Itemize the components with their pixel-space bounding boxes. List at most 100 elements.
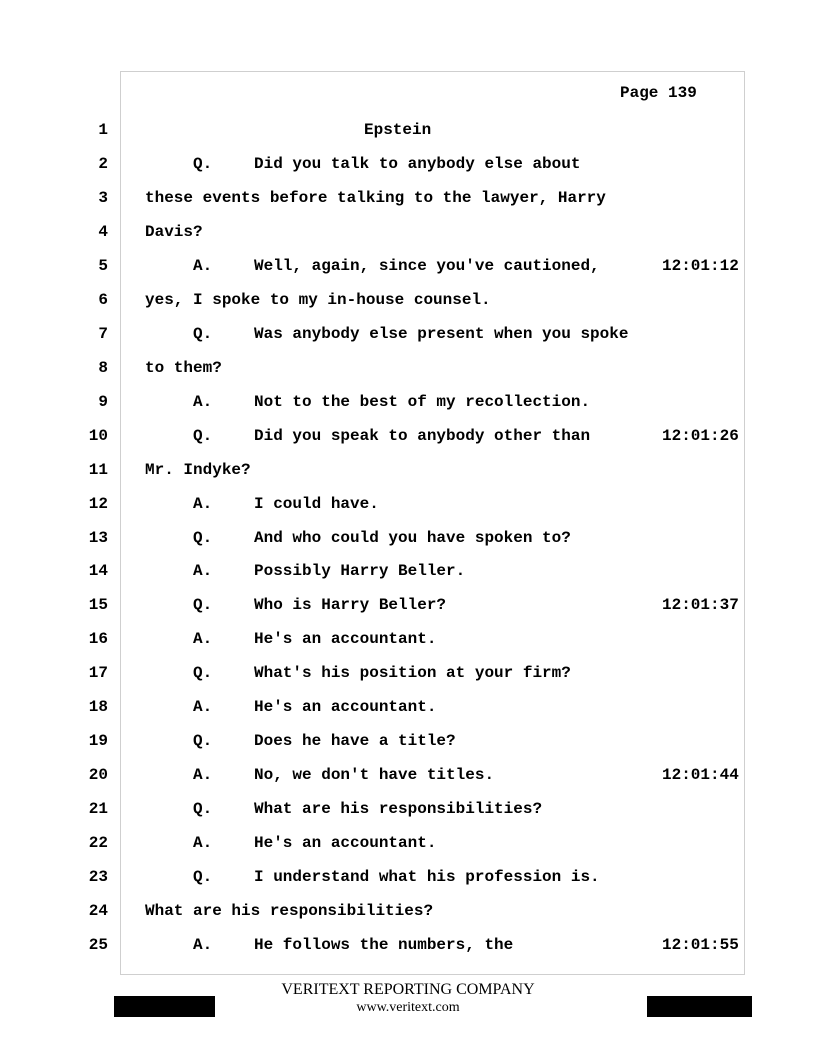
transcript-line: 25 A. He follows the numbers, the 12:01:55 <box>0 935 816 955</box>
transcript-page-frame <box>120 71 745 975</box>
line-number: 16 <box>88 630 108 649</box>
transcript-line: 1 Epstein <box>0 120 816 140</box>
line-text: to them? <box>145 358 222 377</box>
line-text: What are his responsibilities? <box>254 800 543 819</box>
line-number: 25 <box>88 936 108 955</box>
line-number: 15 <box>88 596 108 615</box>
transcript-line: 20 A. No, we don't have titles. 12:01:44 <box>0 765 816 785</box>
speaker-label: Q. <box>193 800 213 819</box>
line-text: Possibly Harry Beller. <box>254 562 466 581</box>
transcript-line: 11 Mr. Indyke? <box>0 460 816 480</box>
speaker-label: A. <box>193 392 213 411</box>
transcript-line: 7 Q. Was anybody else present when you spo… <box>0 324 816 344</box>
speaker-label: Q. <box>193 324 213 343</box>
speaker-label: Q. <box>193 868 213 887</box>
line-text: Davis? <box>145 222 203 241</box>
timestamp: 12:01:44 <box>662 766 739 785</box>
line-number: 5 <box>98 256 108 275</box>
timestamp: 12:01:55 <box>662 936 739 955</box>
line-text: He's an accountant. <box>254 698 437 717</box>
speaker-label: Q. <box>193 154 213 173</box>
line-text: Did you speak to anybody other than <box>254 426 591 445</box>
footer-website: www.veritext.com <box>356 1000 460 1015</box>
transcript-line: 2 Q. Did you talk to anybody else about <box>0 154 816 174</box>
transcript-line: 3 these events before talking to the lawy… <box>0 188 816 208</box>
line-number: 14 <box>88 562 108 581</box>
transcript-line: 9 A. Not to the best of my recollection. <box>0 392 816 412</box>
timestamp: 12:01:37 <box>662 596 739 615</box>
line-number: 1 <box>98 121 108 139</box>
speaker-label: A. <box>193 630 213 649</box>
line-text: Who is Harry Beller? <box>254 596 447 615</box>
line-number: 8 <box>98 358 108 377</box>
line-text: Epstein <box>364 121 432 139</box>
line-text: I could have. <box>254 494 379 513</box>
transcript-line: 14 A. Possibly Harry Beller. <box>0 561 816 581</box>
transcript-line: 22 A. He's an accountant. <box>0 833 816 853</box>
transcript-line: 16 A. He's an accountant. <box>0 629 816 649</box>
line-number: 6 <box>98 290 108 309</box>
transcript-line: 10 Q. Did you speak to anybody other than 1… <box>0 426 816 446</box>
speaker-label: Q. <box>193 426 213 445</box>
transcript-line: 24 What are his responsibilities? <box>0 901 816 921</box>
line-number: 3 <box>98 188 108 207</box>
line-text: No, we don't have titles. <box>254 766 495 785</box>
timestamp: 12:01:12 <box>662 256 739 275</box>
line-number: 17 <box>88 664 108 683</box>
line-text: He's an accountant. <box>254 834 437 853</box>
timestamp: 12:01:26 <box>662 426 739 445</box>
line-number: 22 <box>88 834 108 853</box>
line-number: 13 <box>88 528 108 547</box>
redaction-box-right <box>647 996 752 1017</box>
line-number: 7 <box>98 324 108 343</box>
line-text: And who could you have spoken to? <box>254 528 571 547</box>
transcript-line: 13 Q. And who could you have spoken to? <box>0 528 816 548</box>
line-text: What are his responsibilities? <box>145 902 434 921</box>
speaker-label: Q. <box>193 596 213 615</box>
footer-company: VERITEXT REPORTING COMPANY <box>281 981 535 998</box>
line-number: 11 <box>88 460 108 479</box>
transcript-line: 12 A. I could have. <box>0 494 816 514</box>
transcript-line: 23 Q. I understand what his profession is. <box>0 867 816 887</box>
line-text: Mr. Indyke? <box>145 460 251 479</box>
line-text: Was anybody else present when you spoke <box>254 324 629 343</box>
transcript-line: 6 yes, I spoke to my in-house counsel. <box>0 290 816 310</box>
line-text: He's an accountant. <box>254 630 437 649</box>
speaker-label: A. <box>193 562 213 581</box>
line-text: I understand what his profession is. <box>254 868 600 887</box>
line-number: 4 <box>98 222 108 241</box>
line-number: 21 <box>88 800 108 819</box>
line-number: 23 <box>88 868 108 887</box>
line-text: He follows the numbers, the <box>254 936 514 955</box>
line-number: 19 <box>88 732 108 751</box>
line-number: 2 <box>98 154 108 173</box>
page-number: Page 139 <box>620 84 697 102</box>
speaker-label: A. <box>193 494 213 513</box>
line-number: 20 <box>88 766 108 785</box>
redaction-box-left <box>114 996 215 1017</box>
speaker-label: A. <box>193 766 213 785</box>
line-text: Not to the best of my recollection. <box>254 392 591 411</box>
line-number: 9 <box>98 392 108 411</box>
transcript-line: 21 Q. What are his responsibilities? <box>0 799 816 819</box>
speaker-label: Q. <box>193 732 213 751</box>
line-number: 18 <box>88 698 108 717</box>
speaker-label: Q. <box>193 664 213 683</box>
line-number: 10 <box>88 426 108 445</box>
speaker-label: Q. <box>193 528 213 547</box>
line-text: Did you talk to anybody else about <box>254 154 581 173</box>
transcript-line: 15 Q. Who is Harry Beller? 12:01:37 <box>0 595 816 615</box>
speaker-label: A. <box>193 834 213 853</box>
line-number: 12 <box>88 494 108 513</box>
line-text: yes, I spoke to my in-house counsel. <box>145 290 491 309</box>
line-text: these events before talking to the lawye… <box>145 188 606 207</box>
line-text: Does he have a title? <box>254 732 456 751</box>
transcript-line: 4 Davis? <box>0 222 816 242</box>
line-text: Well, again, since you've cautioned, <box>254 256 600 275</box>
transcript-line: 8 to them? <box>0 358 816 378</box>
line-number: 24 <box>88 902 108 921</box>
speaker-label: A. <box>193 936 213 955</box>
